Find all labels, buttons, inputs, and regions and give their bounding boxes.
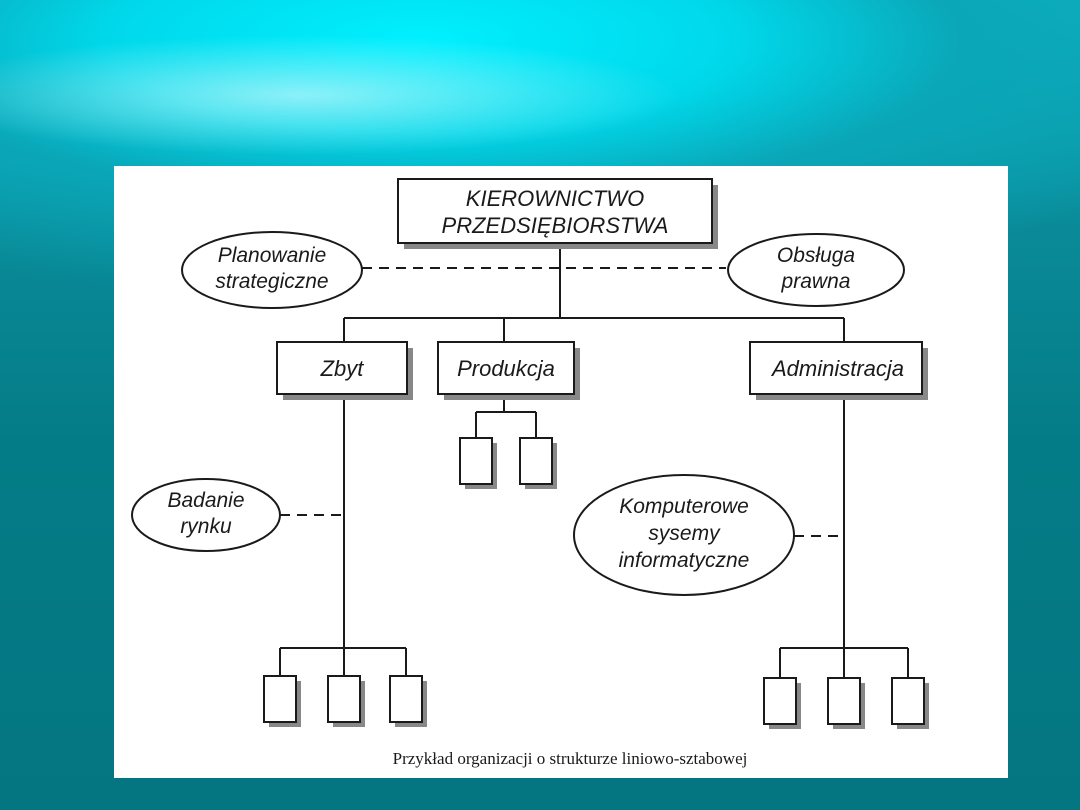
org-chart: KIEROWNICTWO PRZEDSIĘBIORSTWA Planowanie…: [131, 178, 930, 768]
it-systems-line2: sysemy: [648, 522, 721, 545]
admin-unit-3: [891, 677, 930, 730]
sales-unit-3: [389, 675, 428, 728]
production-unit-2: [519, 437, 558, 490]
connector-lines: [279, 244, 909, 678]
strategic-planning-line2: strategiczne: [215, 270, 328, 293]
sales-unit-2: [327, 675, 366, 728]
sales-unit-1: [263, 675, 302, 728]
diagram-caption: Przykład organizacji o strukturze liniow…: [393, 749, 748, 768]
dept-production-label: Produkcja: [457, 356, 555, 381]
market-research-line2: rynku: [180, 515, 232, 538]
dept-admin-box: Administracja: [749, 341, 928, 400]
management-box: KIEROWNICTWO PRZEDSIĘBIORSTWA: [397, 178, 718, 249]
staff-links: [280, 267, 844, 537]
dept-production-box: Produkcja: [437, 341, 580, 400]
dept-sales-box: Zbyt: [276, 341, 413, 400]
ellipse-market-research: Badanie rynku: [131, 478, 281, 552]
legal-service-line2: prawna: [781, 270, 851, 293]
management-line2: PRZEDSIĘBIORSTWA: [442, 213, 669, 238]
market-research-line1: Badanie: [167, 489, 244, 512]
legal-service-line1: Obsługa: [777, 244, 855, 267]
strategic-planning-line1: Planowanie: [218, 244, 327, 267]
dept-admin-label: Administracja: [770, 356, 904, 381]
management-line1: KIEROWNICTWO: [466, 186, 644, 211]
it-systems-line3: informatyczne: [619, 549, 750, 572]
ellipse-it-systems: Komputerowe sysemy informatyczne: [573, 474, 795, 596]
production-unit-1: [459, 437, 498, 490]
ellipse-strategic-planning: Planowanie strategiczne: [181, 231, 363, 309]
ellipse-legal-service: Obsługa prawna: [727, 233, 905, 307]
it-systems-line1: Komputerowe: [619, 495, 749, 518]
admin-unit-1: [763, 677, 802, 730]
dept-sales-label: Zbyt: [320, 356, 365, 381]
diagram-panel: KIEROWNICTWO PRZEDSIĘBIORSTWA Planowanie…: [114, 166, 1008, 778]
admin-unit-2: [827, 677, 866, 730]
